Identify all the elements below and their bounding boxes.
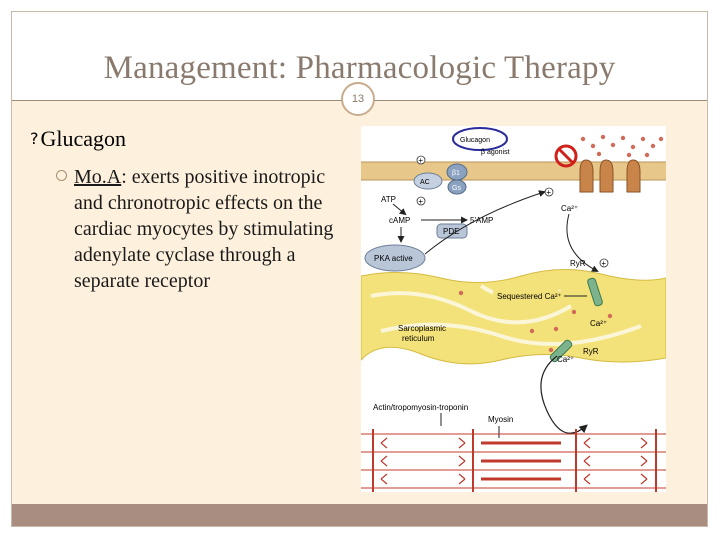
page-number: 13 (351, 93, 365, 105)
sarcoplasmic-reticulum (361, 269, 666, 365)
ryr-low-label: RyR (583, 347, 599, 356)
plus-sign-1: + (418, 156, 423, 165)
prohibit-icon (554, 144, 578, 168)
myosin-label: Myosin (488, 415, 513, 424)
ryr-top-label: RyR (570, 259, 586, 268)
circle-bullet-icon (56, 170, 67, 181)
atp-label: ATP (381, 195, 396, 204)
ac-label: AC (420, 179, 430, 186)
camp-label: cAMP (389, 216, 410, 225)
plus-sign-3: + (546, 188, 551, 197)
footer-bar (12, 504, 707, 526)
channel-1 (579, 159, 594, 193)
cell-membrane (361, 162, 666, 180)
glucagon-highlight-circle (452, 127, 508, 151)
bullet-marker-icon: ? (30, 129, 39, 148)
b1-label: β1 (452, 170, 460, 177)
pka-active (364, 244, 426, 272)
gs-label: Gs (452, 185, 461, 192)
moa-label: Mo.A (74, 166, 122, 188)
actin-label: Actin/tropomyosin-troponin (373, 403, 468, 412)
calcium-dots-sr (458, 290, 613, 353)
channel-2 (599, 159, 614, 193)
plus-sign-4: + (601, 259, 606, 268)
slide-title: Management: Pharmacologic Therapy (103, 50, 616, 86)
sub-bullet-text: Mo.A: exerts positive inotropic and chro… (74, 164, 346, 294)
bullet-text: Glucagon (40, 126, 127, 151)
glucagon-label: Glucagon (460, 137, 490, 144)
ca-low-label: Ca²⁺ (557, 355, 574, 364)
sarcomere (361, 429, 666, 492)
plus-sign-2: + (418, 197, 423, 206)
gs-protein (447, 179, 467, 195)
moa-text: : exerts positive inotropic and chronotr… (74, 166, 334, 292)
calcium-dots-extracellular (580, 134, 664, 158)
sr-label-line2: reticulum (402, 334, 435, 343)
agonist-label: β agonist (481, 149, 510, 156)
pka-label: PKA active (374, 254, 413, 263)
sequestered-label: Sequestered Ca²⁺ (497, 292, 562, 301)
page-number-badge: 13 (341, 82, 375, 116)
five-amp-label: 5'AMP (470, 216, 493, 225)
ryr-top-channel (587, 277, 603, 307)
mechanism-diagram: AC β1 Gs Glucagon β agonist + + + ATP cA… (361, 126, 666, 492)
pde-label: PDE (443, 227, 459, 236)
sequestered-bg (493, 291, 563, 302)
bullet-glucagon: ?Glucagon (30, 126, 126, 152)
ca-top-label: Ca²⁺ (561, 204, 578, 213)
sr-label-line1: Sarcoplasmic (398, 324, 446, 333)
channel-3 (626, 159, 641, 193)
sub-bullet-moa: Mo.A: exerts positive inotropic and chro… (56, 164, 346, 294)
ca-mid-label: Ca²⁺ (590, 319, 607, 328)
pde-box (436, 223, 468, 239)
ac-enzyme (413, 172, 443, 190)
